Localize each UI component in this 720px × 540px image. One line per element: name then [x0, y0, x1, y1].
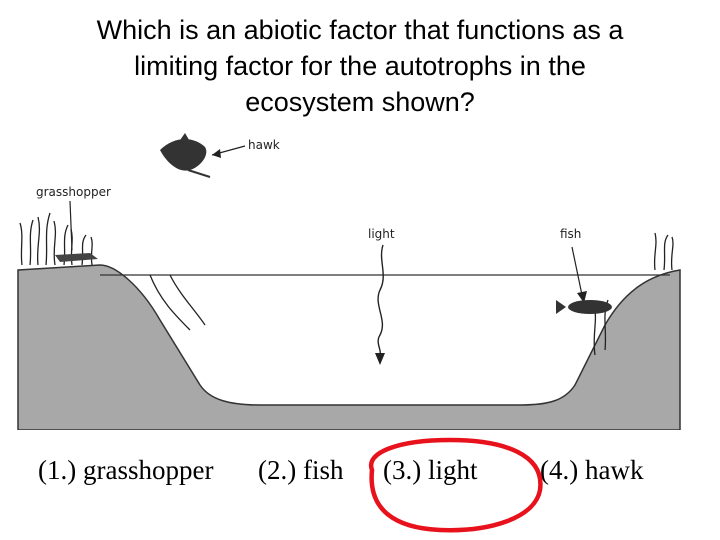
question-text: Which is an abiotic factor that function… [20, 12, 700, 120]
shore-grass-left [19, 212, 206, 331]
grasshopper-pointer [69, 200, 73, 251]
shore-grass-right [593, 232, 674, 356]
fish-pointer [571, 246, 583, 296]
fish-pointer-arrowhead [577, 291, 587, 303]
answer-1[interactable]: (1.) grasshopper [38, 455, 214, 485]
hawk-figure [160, 133, 211, 178]
hawk-pointer-arrowhead [212, 149, 221, 158]
question-line-3: ecosystem shown? [245, 87, 475, 117]
light-ray-arrowhead [375, 353, 385, 365]
answer-3[interactable]: (3.) light [383, 455, 478, 485]
pond-ground [17, 264, 681, 430]
answer-choices: (1.) grasshopper (2.) fish (3.) light (4… [0, 455, 720, 495]
answer-2[interactable]: (2.) fish [258, 455, 344, 485]
label-grasshopper: grasshopper [36, 185, 111, 199]
question-line-2: limiting factor for the autotrophs in th… [134, 51, 586, 81]
fish-figure [556, 300, 612, 314]
pond-ecosystem-diagram: grasshopper hawk light fish [17, 133, 681, 430]
label-light: light [368, 227, 395, 241]
answer-4[interactable]: (4.) hawk [540, 455, 644, 485]
question-line-1: Which is an abiotic factor that function… [96, 15, 624, 45]
grasshopper-figure [55, 253, 98, 262]
label-fish: fish [560, 227, 581, 241]
label-hawk: hawk [248, 138, 280, 152]
light-ray [377, 244, 384, 356]
